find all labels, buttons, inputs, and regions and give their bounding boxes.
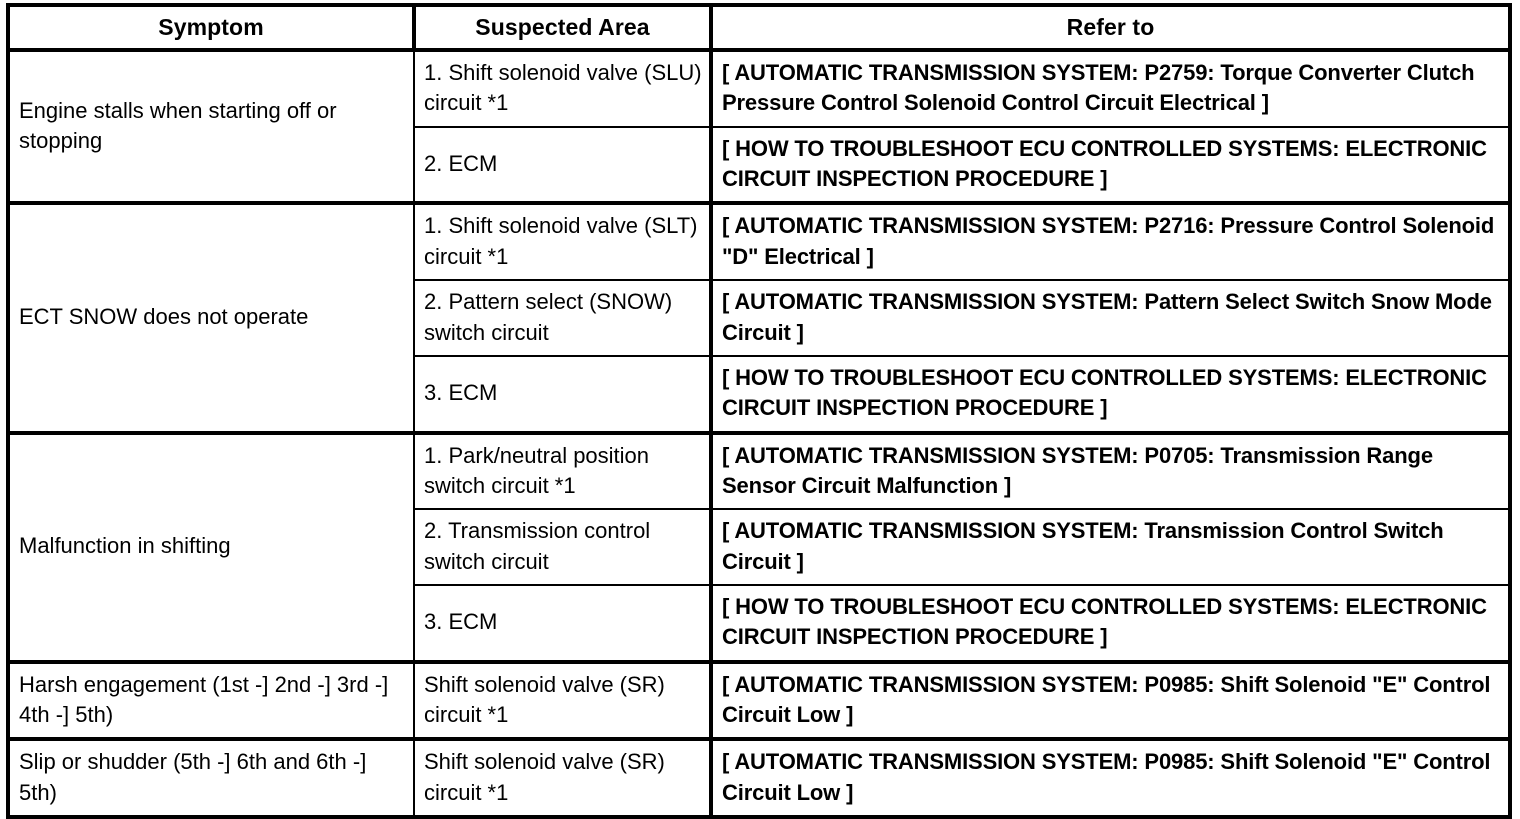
table-row: Malfunction in shifting 1. Park/neutral … — [6, 432, 1512, 664]
suspected-area-cell: 3. ECM — [413, 355, 712, 435]
symptom-cell: ECT SNOW does not operate — [6, 203, 415, 435]
table-row: 3. ECM [ HOW TO TROUBLESHOOT ECU CONTROL… — [8, 585, 1512, 664]
suspected-area-cell: 2. ECM — [413, 126, 712, 206]
symptom-cell: Engine stalls when starting off or stopp… — [6, 50, 415, 206]
suspected-area-cell: 1. Park/neutral position switch circuit … — [413, 432, 712, 511]
table-header: Symptom Suspected Area Refer to — [6, 3, 1512, 52]
refer-to-cell: [ AUTOMATIC TRANSMISSION SYSTEM: Transmi… — [709, 509, 1512, 587]
suspected-area-cell: Shift solenoid valve (SR) circuit *1 — [413, 661, 712, 742]
table-row: Slip or shudder (5th -] 6th and 6th -] 5… — [6, 739, 1512, 819]
table-row: Harsh engagement (1st -] 2nd -] 3rd -] 4… — [6, 661, 1512, 742]
symptom-cell: Harsh engagement (1st -] 2nd -] 3rd -] 4… — [6, 661, 415, 742]
table-row: 2. Transmission control switch circuit [… — [8, 509, 1512, 587]
suspected-area-cell: 1. Shift solenoid valve (SLT) circuit *1 — [413, 203, 712, 282]
symptom-troubleshooting-table: Symptom Suspected Area Refer to Engine s… — [6, 3, 1512, 819]
refer-to-cell: [ AUTOMATIC TRANSMISSION SYSTEM: P0985: … — [709, 739, 1512, 819]
refer-to-cell: [ HOW TO TROUBLESHOOT ECU CONTROLLED SYS… — [709, 585, 1512, 664]
column-header-refer-to: Refer to — [709, 3, 1512, 52]
refer-to-cell: [ AUTOMATIC TRANSMISSION SYSTEM: P0705: … — [709, 432, 1512, 511]
refer-to-cell: [ AUTOMATIC TRANSMISSION SYSTEM: P2716: … — [709, 203, 1512, 282]
page-sheet: Symptom Suspected Area Refer to Engine s… — [6, 3, 1512, 819]
table-row: 2. Pattern select (SNOW) switch circuit … — [8, 280, 1512, 357]
table-row: Engine stalls when starting off or stopp… — [6, 50, 1512, 206]
symptom-cell: Malfunction in shifting — [6, 432, 415, 664]
refer-to-cell: [ AUTOMATIC TRANSMISSION SYSTEM: Pattern… — [709, 280, 1512, 357]
suspected-area-cell: 2. Pattern select (SNOW) switch circuit — [413, 280, 712, 357]
table-row: 2. ECM [ HOW TO TROUBLESHOOT ECU CONTROL… — [8, 126, 1512, 206]
column-header-suspected-area: Suspected Area — [412, 3, 712, 52]
refer-to-cell: [ HOW TO TROUBLESHOOT ECU CONTROLLED SYS… — [709, 355, 1512, 435]
table-row: 3. ECM [ HOW TO TROUBLESHOOT ECU CONTROL… — [8, 355, 1512, 435]
column-header-symptom: Symptom — [6, 3, 415, 52]
refer-to-cell: [ AUTOMATIC TRANSMISSION SYSTEM: P2759: … — [709, 50, 1512, 128]
symptom-cell: Slip or shudder (5th -] 6th and 6th -] 5… — [6, 739, 415, 819]
refer-to-cell: [ HOW TO TROUBLESHOOT ECU CONTROLLED SYS… — [709, 126, 1512, 206]
suspected-area-cell: 2. Transmission control switch circuit — [413, 509, 712, 587]
refer-to-cell: [ AUTOMATIC TRANSMISSION SYSTEM: P0985: … — [709, 661, 1512, 742]
header-row: Symptom Suspected Area Refer to — [6, 3, 1512, 52]
suspected-area-cell: Shift solenoid valve (SR) circuit *1 — [413, 739, 712, 819]
table-body: Engine stalls when starting off or stopp… — [6, 50, 1512, 819]
suspected-area-cell: 1. Shift solenoid valve (SLU) circuit *1 — [413, 50, 712, 128]
table-row: ECT SNOW does not operate 1. Shift solen… — [6, 203, 1512, 435]
suspected-area-cell: 3. ECM — [413, 585, 712, 664]
